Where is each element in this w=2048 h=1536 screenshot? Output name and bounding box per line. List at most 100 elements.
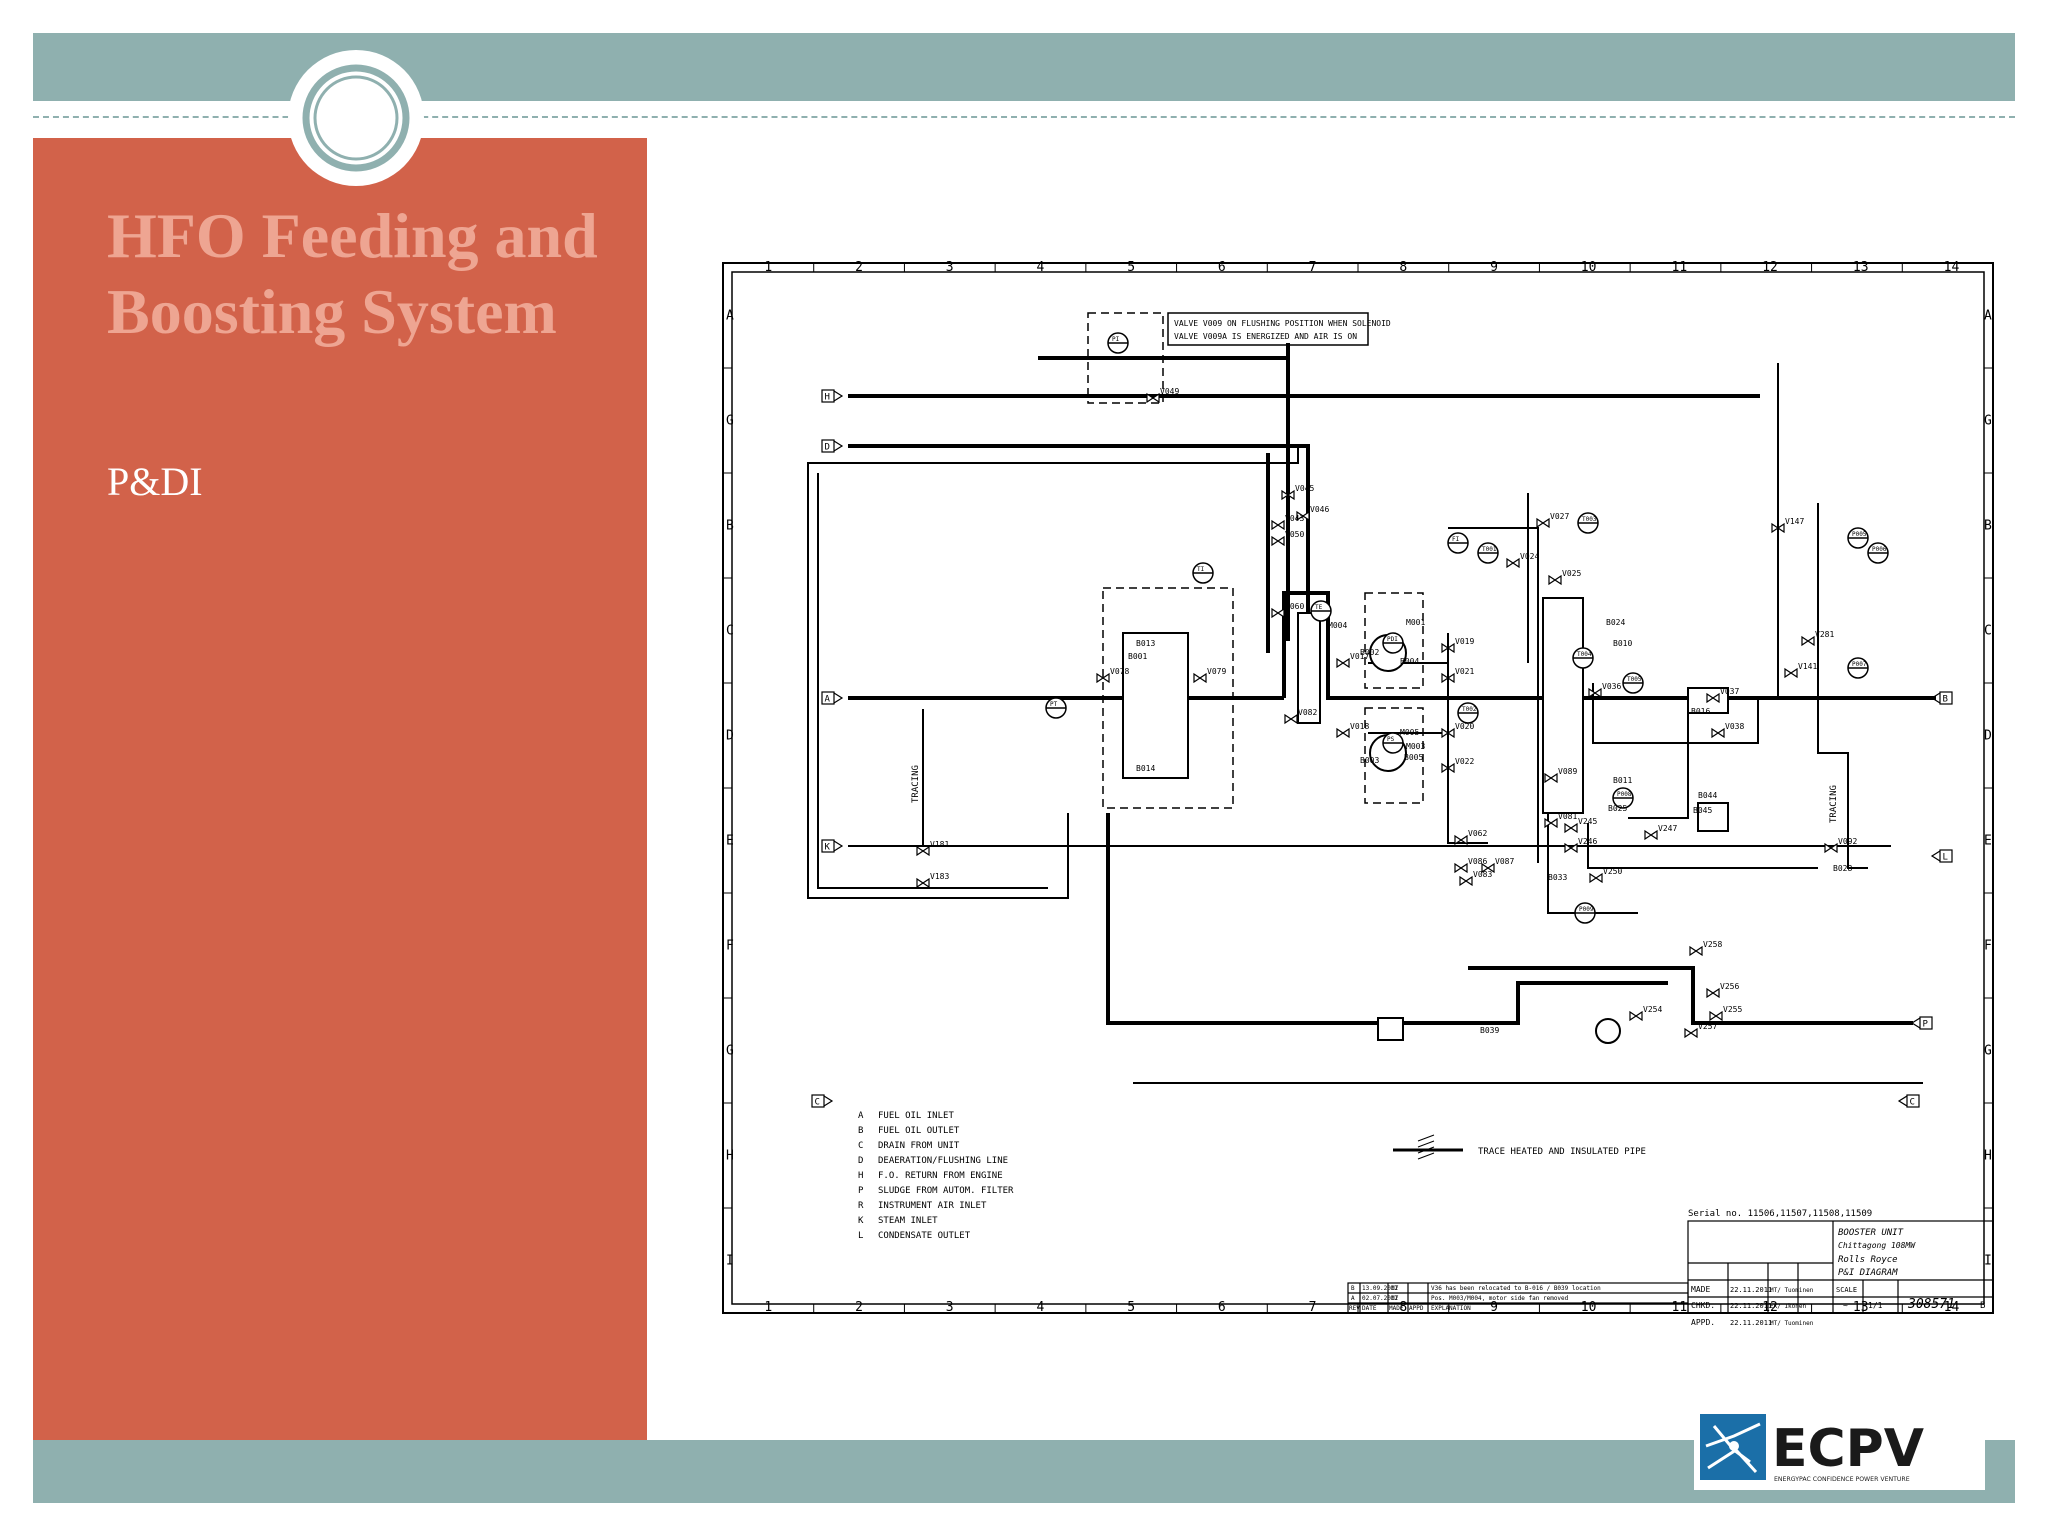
valve-label: V255: [1723, 1005, 1742, 1014]
legend-text: STEAM INLET: [878, 1216, 938, 1226]
legend-key-l: L: [858, 1231, 863, 1241]
revision-header: REV: [1349, 1305, 1360, 1312]
revision-text: Pos. M003/M004, motor side fan removed: [1431, 1295, 1569, 1302]
revision-header: MADE: [1389, 1305, 1404, 1312]
grid-letter-right: D: [1984, 729, 1992, 744]
svg-text:P009: P009: [1579, 906, 1594, 913]
grid-number-bottom: 7: [1309, 1300, 1317, 1315]
legend-text: DEAERATION/FLUSHING LINE: [878, 1156, 1008, 1166]
grid-number-bottom: 2: [855, 1300, 863, 1315]
svg-text:PI: PI: [1112, 336, 1120, 343]
component-label: B003: [1360, 756, 1379, 765]
grid-letter-left: E: [726, 834, 734, 849]
valve-label: V017: [1350, 652, 1369, 661]
component-label: B016: [1691, 707, 1710, 716]
component-label: B004: [1400, 657, 1419, 666]
grid-number-top: 7: [1309, 260, 1317, 275]
dashed-divider: [33, 116, 2015, 118]
revision-by: MT: [1391, 1285, 1399, 1292]
valve-v049: [1146, 392, 1160, 404]
svg-text:PS: PS: [1387, 736, 1395, 743]
tb-made-date: 22.11.2011: [1730, 1286, 1772, 1294]
valve-v046: [1296, 510, 1310, 522]
bottom-accent-bar: [33, 1440, 2015, 1503]
component-label: B039: [1480, 1026, 1499, 1035]
connector-c: C: [1897, 1094, 1920, 1108]
svg-text:C: C: [815, 1098, 820, 1108]
tb-appd-label: APPD.: [1691, 1318, 1715, 1327]
connector-h: H: [821, 389, 844, 403]
tb-project: Chittagong 108MW: [1838, 1241, 1916, 1250]
grid-letter-left: D: [726, 729, 734, 744]
instrument-bubble: P007: [1847, 657, 1869, 679]
tb-drawing-no: 308571: [1907, 1297, 1955, 1312]
svg-text:P005: P005: [1852, 531, 1867, 538]
svg-text:B: B: [1943, 695, 1948, 705]
legend-key-k: K: [858, 1216, 864, 1226]
valve-label: V079: [1207, 667, 1226, 676]
valve-v079: [1193, 672, 1207, 684]
legend-text: FUEL OIL OUTLET: [878, 1126, 960, 1136]
component-label: B025: [1608, 804, 1627, 813]
instrument-bubble: P008: [1612, 787, 1634, 809]
tracing-label-right: TRACING: [1829, 785, 1839, 823]
valve-v036: [1588, 687, 1602, 699]
tb-drawing: P&I DIAGRAM: [1838, 1268, 1898, 1278]
grid-letter-left: H: [726, 1149, 734, 1164]
instrument-bubble: T002: [1457, 702, 1479, 724]
svg-text:P006: P006: [1872, 546, 1887, 553]
valve-label: V081: [1558, 812, 1577, 821]
grid-number-bottom: 8: [1399, 1300, 1407, 1315]
component-label: B013: [1136, 639, 1155, 648]
connector-d: D: [821, 439, 844, 453]
valve-v089: [1544, 772, 1558, 784]
valve-label: V092: [1838, 837, 1857, 846]
grid-number-top: 11: [1672, 260, 1688, 275]
valve-v255: [1709, 1010, 1723, 1022]
valve-v017: [1336, 657, 1350, 669]
valve-label: V049: [1160, 387, 1179, 396]
legend-key-a: A: [858, 1111, 864, 1121]
instrument-bubble: P005: [1847, 527, 1869, 549]
valve-v081: [1544, 817, 1558, 829]
grid-number-top: 1: [764, 260, 772, 275]
svg-text:K: K: [825, 843, 831, 853]
diagram-note: VALVE V009 ON FLUSHING POSITION WHEN SOL…: [1174, 319, 1391, 341]
svg-text:T001: T001: [1482, 546, 1497, 553]
svg-text:D: D: [825, 443, 830, 453]
connector-c: C: [811, 1094, 834, 1108]
valve-label: V060: [1285, 602, 1304, 611]
grid-number-top: 6: [1218, 260, 1226, 275]
valve-v281: [1801, 635, 1815, 647]
svg-text:H: H: [825, 393, 830, 403]
revision-by: MT: [1391, 1295, 1399, 1302]
valve-v141: [1784, 667, 1798, 679]
component-label: B011: [1613, 776, 1632, 785]
valve-v247: [1644, 829, 1658, 841]
valve-v087: [1481, 862, 1495, 874]
legend-text: F.O. RETURN FROM ENGINE: [878, 1171, 1003, 1181]
instrument-bubble: T005: [1622, 672, 1644, 694]
valve-v245: [1564, 822, 1578, 834]
grid-number-top: 4: [1037, 260, 1045, 275]
valve-label: V256: [1720, 982, 1739, 991]
valve-label: V062: [1468, 829, 1487, 838]
valve-v020: [1441, 727, 1455, 739]
revision-header: APPD: [1409, 1305, 1424, 1312]
valve-label: V024: [1520, 552, 1539, 561]
instrument-bubble: PS: [1382, 732, 1404, 754]
valve-label: V087: [1495, 857, 1514, 866]
valve-v246: [1564, 842, 1578, 854]
valve-label: V020: [1455, 722, 1474, 731]
grid-number-bottom: 11: [1672, 1300, 1688, 1315]
grid-number-top: 5: [1127, 260, 1135, 275]
instrument-bubble: TE: [1310, 600, 1332, 622]
svg-text:P007: P007: [1852, 661, 1867, 668]
grid-letter-right: I: [1984, 1254, 1992, 1269]
grid-letter-left: C: [726, 624, 734, 639]
valve-v062: [1454, 834, 1468, 846]
svg-text:TI: TI: [1197, 566, 1205, 573]
valve-v043: [1271, 519, 1285, 531]
grid-number-top: 3: [946, 260, 954, 275]
